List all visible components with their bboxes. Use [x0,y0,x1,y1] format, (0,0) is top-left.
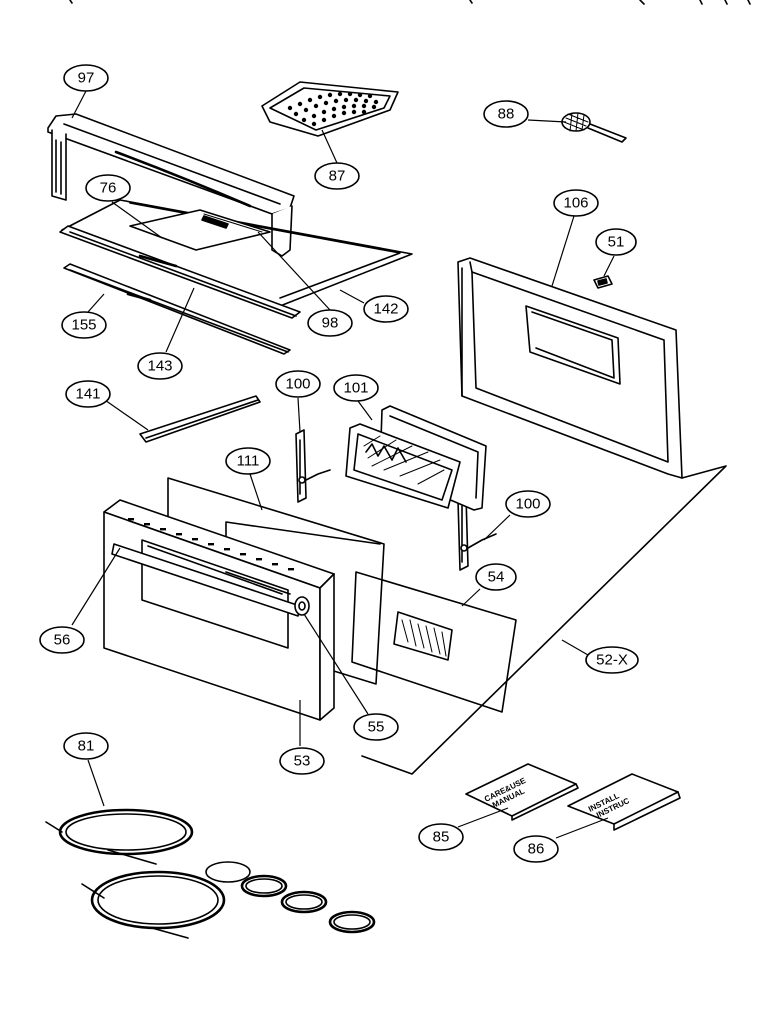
part-76-panel [129,209,271,251]
part-52x-outline [361,465,727,775]
part-85-manual: CARE&USE MANUAL [465,763,579,821]
callout-81: 81 [63,732,109,760]
callout-56: 56 [39,626,85,654]
svg-text:76: 76 [100,180,117,197]
svg-text:86: 86 [528,841,545,858]
svg-text:142: 142 [373,301,398,318]
part-54-inner-panel [351,571,517,713]
callout-55: 55 [353,713,399,741]
part-97-top-trim [47,113,295,257]
svg-text:55: 55 [368,719,385,736]
callout-52x: 52-X [585,646,639,674]
part-87-broiler-pan [261,81,399,137]
svg-text:53: 53 [294,753,311,770]
callout-98: 98 [307,309,353,337]
svg-text:88: 88 [498,106,515,123]
top-edge-fragments [69,0,751,5]
svg-text:101: 101 [343,380,368,397]
part-100-hinge-upper [295,429,331,503]
svg-text:85: 85 [433,829,450,846]
callout-86: 86 [513,835,559,863]
part-143-channel [59,225,301,319]
part-81-gaskets [45,808,376,939]
callout-101: 101 [333,374,379,402]
part-53-outer-door [103,499,381,721]
part-101-window-pack [345,405,487,511]
callout-106: 106 [553,189,599,217]
callout-155: 155 [61,311,107,339]
svg-text:52-X: 52-X [596,652,628,669]
callout-100-lower: 100 [505,490,551,518]
part-51-clip [593,275,613,289]
callout-141: 141 [65,380,111,408]
callout-87: 87 [314,162,360,190]
svg-text:100: 100 [285,376,310,393]
callout-143: 143 [137,352,183,380]
svg-text:56: 56 [54,632,71,649]
svg-text:111: 111 [237,453,260,470]
svg-text:106: 106 [563,195,588,212]
svg-text:143: 143 [147,358,172,375]
callout-85: 85 [418,823,464,851]
svg-text:81: 81 [78,738,95,755]
callout-100-upper: 100 [275,370,321,398]
part-55-knob [294,596,310,616]
callout-54: 54 [475,563,517,591]
svg-text:97: 97 [78,70,95,87]
callout-142: 142 [363,295,409,323]
callout-111: 111 [225,447,271,475]
part-155-strip [63,263,291,355]
svg-text:141: 141 [75,386,100,403]
svg-text:100: 100 [515,496,540,513]
part-88-grid-brush [561,112,627,143]
callout-88: 88 [483,100,529,128]
svg-text:87: 87 [329,168,346,185]
svg-text:54: 54 [488,569,505,586]
callout-53: 53 [279,747,325,775]
part-86-manual: INSTALL INSTRUC [567,773,681,831]
part-141-bar [139,395,261,443]
callout-97: 97 [63,64,109,92]
svg-text:98: 98 [322,315,339,332]
svg-text:155: 155 [71,317,96,334]
part-106-door-frame [457,257,683,479]
callout-51: 51 [595,228,637,256]
svg-text:51: 51 [608,234,625,251]
leader-lines [71,90,615,839]
callout-76: 76 [85,174,131,202]
